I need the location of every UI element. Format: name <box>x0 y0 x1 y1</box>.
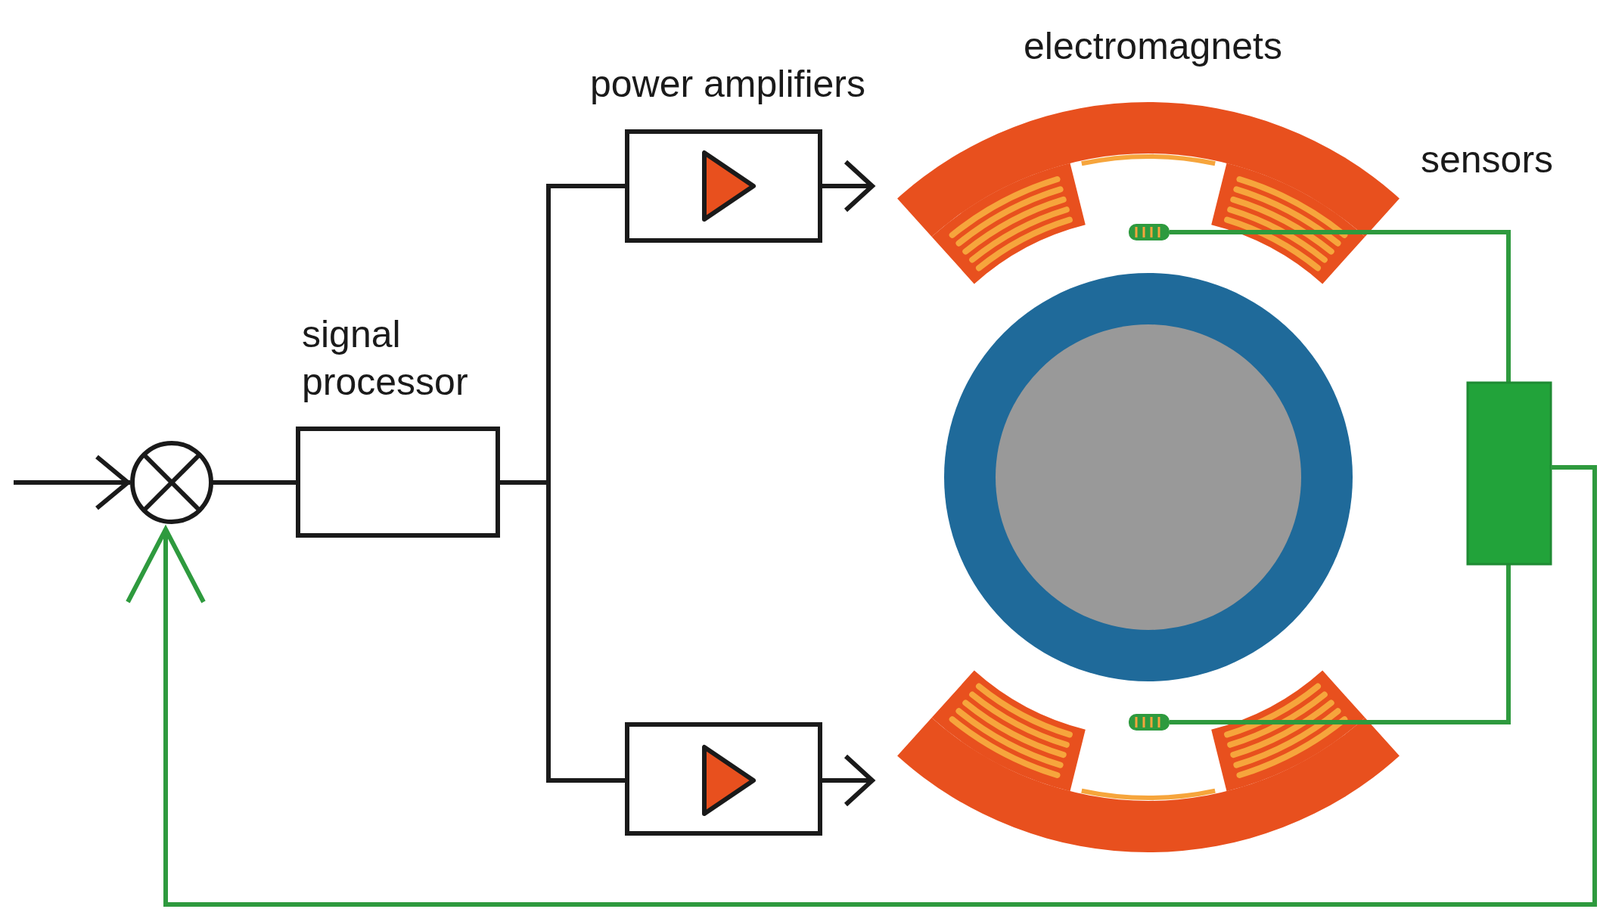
box-heading: signal processor <box>301 310 544 406</box>
sensor-electronics <box>1467 382 1551 565</box>
amplifier-box <box>627 131 821 241</box>
input-line <box>13 480 131 485</box>
rotor-sleeve <box>944 273 1353 682</box>
amplifier-box <box>627 724 821 834</box>
electromagnet <box>897 102 1400 284</box>
rotor-shaft <box>995 324 1302 631</box>
signal-wire <box>211 480 299 485</box>
junction-cross <box>144 455 199 510</box>
sensor-wire <box>1169 232 1509 383</box>
signal-wire <box>548 186 628 781</box>
summing-junction <box>132 443 212 522</box>
arrow-head <box>96 456 128 509</box>
signal-wire <box>497 480 549 485</box>
sensor-wire <box>1169 564 1509 723</box>
amplifier-symbol <box>704 747 754 814</box>
output-line <box>822 778 870 783</box>
amplifier-symbol <box>704 152 754 220</box>
arrow-head <box>127 529 204 603</box>
electromagnet <box>897 671 1400 853</box>
electromagnet-label: electromagnets <box>1023 22 1283 71</box>
amplifier-label: power amplifiers <box>590 60 866 109</box>
arrow-head <box>845 161 873 211</box>
output-line <box>822 183 870 189</box>
junction-cross <box>144 455 199 510</box>
processor-box: signal processor <box>295 426 501 538</box>
sensor-label: sensors <box>1420 136 1554 184</box>
arrow-head <box>845 756 873 805</box>
